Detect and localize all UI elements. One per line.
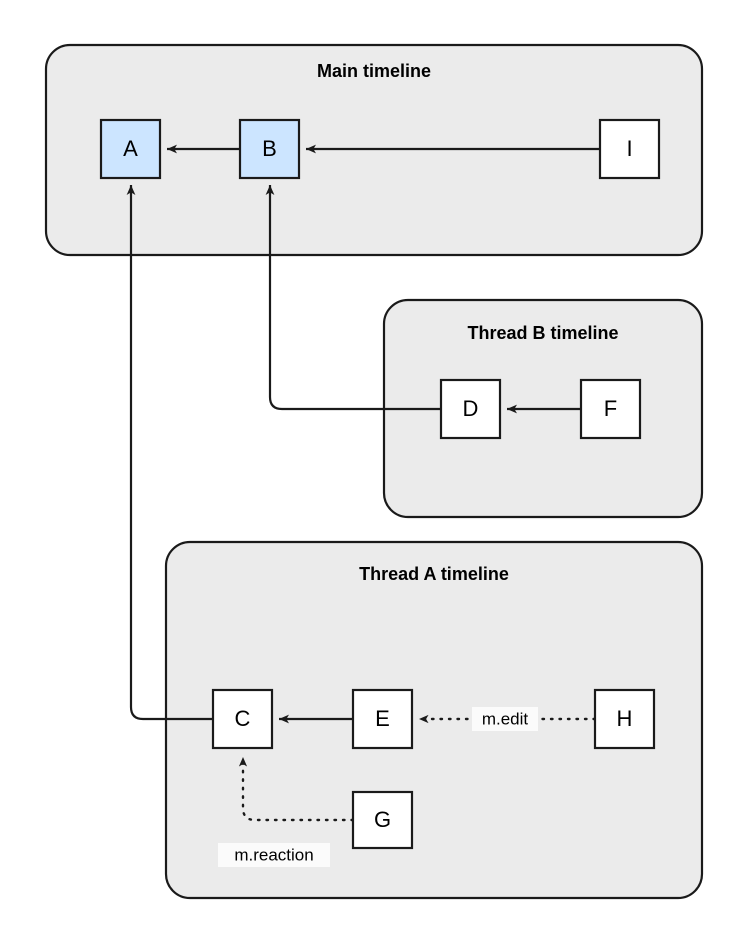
edge-labels: m.edit m.reaction [218, 707, 538, 867]
node-label-D: D [463, 396, 479, 421]
node-label-E: E [375, 706, 390, 731]
edges [126, 144, 600, 822]
edge-d-to-b [265, 185, 441, 411]
node-box-B[interactable] [238, 118, 301, 180]
node-D[interactable]: D [439, 378, 502, 440]
edge-label-text-m-edit: m.edit [482, 709, 529, 728]
node-label-C: C [235, 706, 251, 731]
node-label-A: A [123, 136, 138, 161]
nodes: A B I D F C E H G [99, 118, 661, 850]
edge-label-bg-m-edit [472, 707, 538, 731]
node-box-I[interactable] [598, 118, 661, 180]
node-box-H[interactable] [593, 688, 656, 750]
node-C[interactable]: C [211, 688, 274, 750]
node-box-G[interactable] [351, 790, 414, 850]
node-box-A[interactable] [99, 118, 162, 180]
group-title-thread-a: Thread A timeline [359, 564, 509, 584]
node-G[interactable]: G [351, 790, 414, 850]
node-box-E[interactable] [351, 688, 414, 750]
node-H[interactable]: H [593, 688, 656, 750]
node-label-G: G [374, 807, 391, 832]
node-box-C[interactable] [211, 688, 274, 750]
node-label-B: B [262, 136, 277, 161]
node-box-D[interactable] [439, 378, 502, 440]
node-label-I: I [626, 136, 632, 161]
node-label-F: F [604, 396, 617, 421]
node-I[interactable]: I [598, 118, 661, 180]
node-B[interactable]: B [238, 118, 301, 180]
edge-label-text-m-reaction: m.reaction [234, 845, 313, 864]
group-title-thread-b: Thread B timeline [467, 323, 618, 343]
node-box-F[interactable] [579, 378, 642, 440]
node-F[interactable]: F [579, 378, 642, 440]
edge-label-bg-m-reaction [218, 843, 330, 867]
node-label-H: H [617, 706, 633, 731]
node-E[interactable]: E [351, 688, 414, 750]
node-A[interactable]: A [99, 118, 162, 180]
edge-label-m-edit: m.edit [472, 707, 538, 731]
edge-label-m-reaction: m.reaction [218, 843, 330, 867]
edge-c-to-a [126, 185, 213, 721]
group-title-main: Main timeline [317, 61, 431, 81]
